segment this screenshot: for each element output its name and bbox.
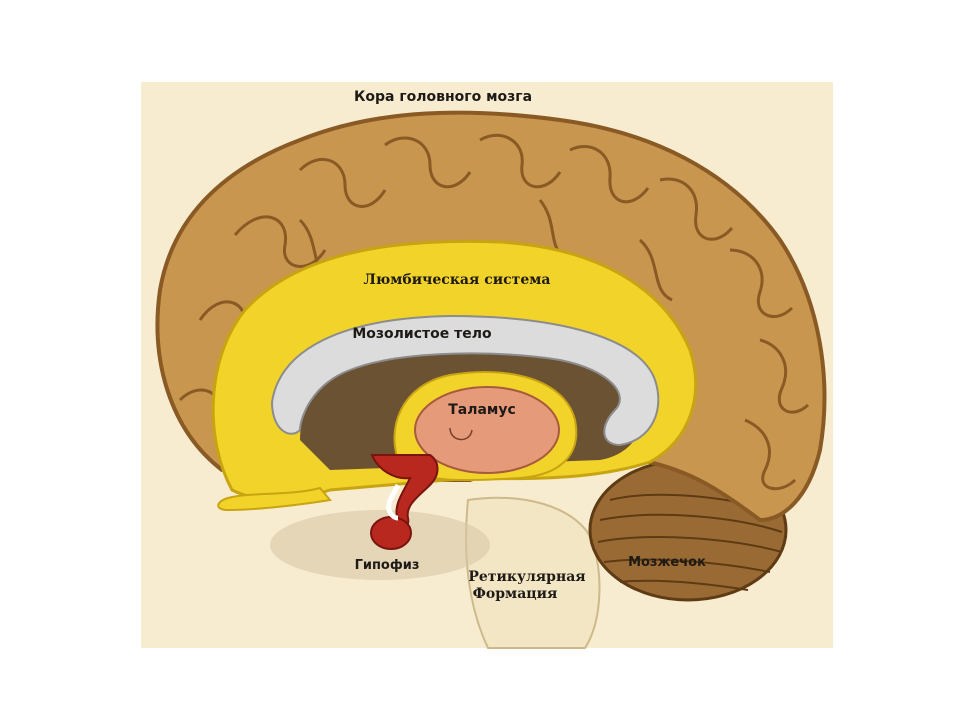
pituitary-gland bbox=[370, 516, 412, 550]
label-cortex: Кора головного мозга bbox=[354, 89, 532, 105]
olfactory-bulb bbox=[217, 486, 332, 512]
label-reticular-formation-line2: Формация bbox=[473, 586, 558, 602]
pituitary-stalk bbox=[386, 483, 401, 521]
thalamus-curl bbox=[449, 427, 473, 441]
label-limbic-system: Люмбическая система bbox=[364, 272, 551, 288]
thalamus bbox=[414, 386, 560, 474]
label-pituitary: Гипофиз bbox=[355, 558, 420, 573]
label-reticular-formation-line1: Ретикулярная bbox=[468, 569, 585, 585]
label-cerebellum: Мозжечок bbox=[628, 555, 706, 570]
label-corpus-callosum: Мозолистое тело bbox=[352, 326, 492, 342]
corpus-callosum bbox=[270, 314, 660, 447]
label-thalamus: Таламус bbox=[448, 402, 516, 418]
brainstem bbox=[465, 496, 601, 649]
